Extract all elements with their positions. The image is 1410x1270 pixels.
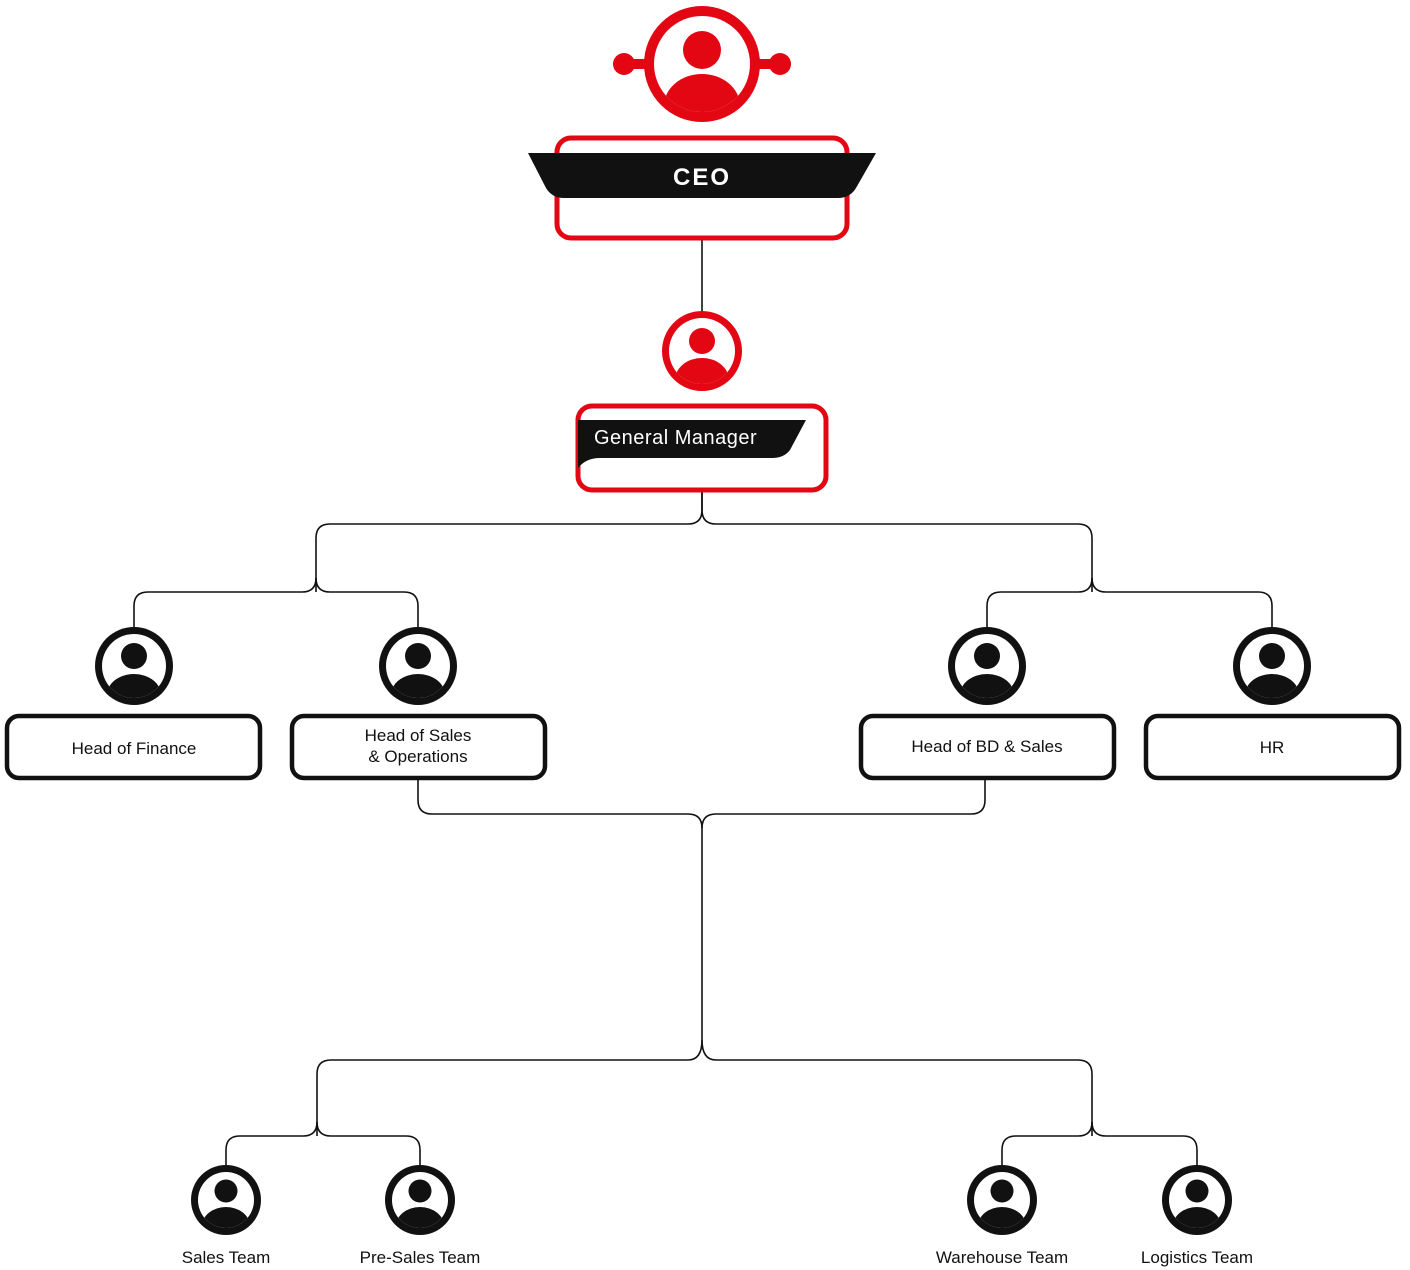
- person-avatar-icon: [1233, 627, 1311, 705]
- ceo-right-knob: [769, 53, 791, 75]
- presales-team-node: Pre-Sales Team: [360, 1165, 481, 1267]
- left-to-finance-line: [133, 577, 317, 628]
- person-avatar-icon: [967, 1165, 1037, 1235]
- sales-ops-label-line1: Head of Sales: [365, 726, 472, 745]
- person-avatar-icon: [1162, 1165, 1232, 1235]
- finance-label: Head of Finance: [72, 739, 197, 758]
- to-warehouse-team-line: [1001, 1121, 1093, 1168]
- gm-left-branch-line: [315, 490, 703, 592]
- sales-ops-label-line2: & Operations: [368, 747, 467, 766]
- warehouse-team-label: Warehouse Team: [936, 1248, 1068, 1267]
- person-avatar-icon: [379, 627, 457, 705]
- bd-sales-label: Head of BD & Sales: [911, 737, 1062, 756]
- hr-card: [1143, 713, 1402, 781]
- finance-card: [4, 713, 263, 781]
- person-avatar-icon: [662, 311, 742, 391]
- presales-team-label: Pre-Sales Team: [360, 1248, 481, 1267]
- gm-right-branch-line: [701, 490, 1093, 592]
- ceo-left-knob: [613, 53, 635, 75]
- right-to-bd-line: [986, 577, 1093, 628]
- logistics-team-label: Logistics Team: [1141, 1248, 1253, 1267]
- person-avatar-icon: [948, 627, 1026, 705]
- salesops-merge-line: [417, 778, 703, 1040]
- ceo-banner: [528, 153, 876, 198]
- general-manager-node: General Manager: [575, 311, 829, 493]
- sales-team-node: Sales Team: [182, 1165, 271, 1267]
- bd-merge-line: [701, 778, 986, 829]
- head-of-sales-ops-node: Head of Sales & Operations: [289, 627, 548, 781]
- gm-banner: [578, 420, 806, 468]
- ceo-node: CEO: [528, 6, 876, 241]
- person-avatar-icon: [644, 6, 760, 122]
- head-of-bd-sales-node: Head of BD & Sales: [858, 627, 1117, 781]
- logistics-team-node: Logistics Team: [1141, 1165, 1253, 1267]
- ceo-title: CEO: [673, 164, 731, 191]
- bottom-left-branch-line: [316, 1039, 703, 1136]
- warehouse-team-node: Warehouse Team: [936, 1165, 1068, 1267]
- head-of-finance-node: Head of Finance: [4, 627, 263, 781]
- sales-ops-card: [289, 713, 548, 781]
- person-avatar-icon: [385, 1165, 455, 1235]
- sales-team-label: Sales Team: [182, 1248, 271, 1267]
- person-avatar-icon: [191, 1165, 261, 1235]
- right-to-hr-line: [1091, 577, 1273, 628]
- to-presales-team-line: [316, 1121, 421, 1168]
- person-avatar-icon: [95, 627, 173, 705]
- to-sales-team-line: [225, 1121, 318, 1168]
- hr-label: HR: [1260, 738, 1285, 757]
- hr-node: HR: [1143, 627, 1402, 781]
- left-to-salesops-line: [315, 577, 419, 628]
- bd-sales-card: [858, 713, 1117, 781]
- connector-lines: [133, 240, 1273, 1168]
- gm-title: General Manager: [594, 427, 757, 449]
- bottom-right-branch-line: [701, 1039, 1093, 1136]
- to-logistics-team-line: [1091, 1121, 1198, 1168]
